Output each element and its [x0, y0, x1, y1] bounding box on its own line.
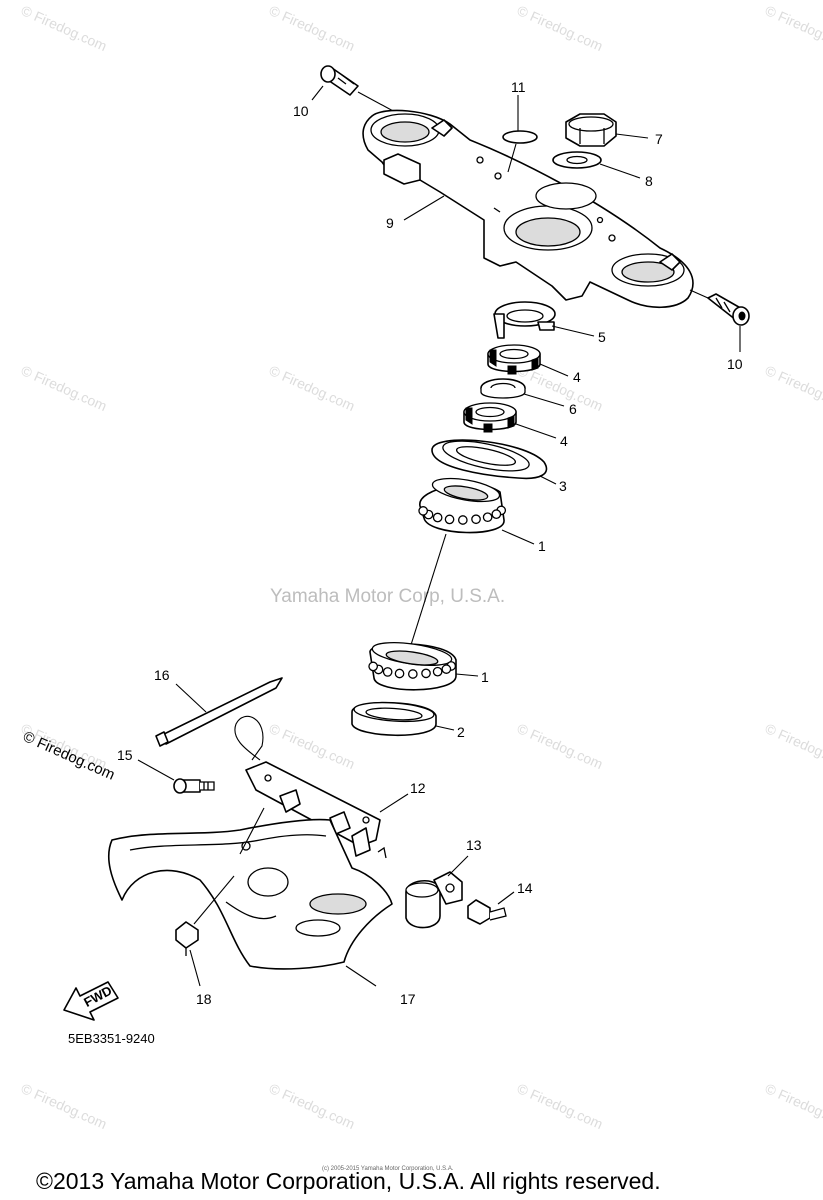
bearing-ball — [382, 667, 393, 677]
part-8-washer[interactable] — [552, 151, 602, 169]
bearing-ball — [394, 668, 405, 679]
bearing-ball — [418, 506, 429, 516]
callout-1a: 1 — [538, 538, 546, 554]
watermark-firedog: © Firedog.com — [267, 362, 358, 414]
part-16-cable-tie[interactable] — [155, 677, 283, 747]
callout-10a: 10 — [293, 103, 309, 119]
watermark-firedog: © Firedog.com — [515, 1080, 606, 1132]
watermark-firedog: © Firedog.com — [267, 2, 358, 54]
watermark-firedog: © Firedog.com — [19, 362, 110, 414]
part-9-upper-bracket[interactable] — [362, 109, 694, 309]
callout-14: 14 — [517, 880, 533, 896]
bearing-ball — [444, 514, 455, 525]
part-1-lower-bearing[interactable] — [368, 639, 457, 691]
copyright-footer: ©2013 Yamaha Motor Corporation, U.S.A. A… — [36, 1168, 661, 1194]
watermark-firedog: © Firedog.com — [763, 2, 823, 54]
watermark-firedog: © Firedog.com — [763, 720, 823, 772]
part-14-bolt[interactable] — [467, 899, 507, 925]
callout-15: 15 — [117, 747, 133, 763]
callout-7: 7 — [655, 131, 663, 147]
part-13-stay[interactable] — [405, 871, 463, 929]
bearing-ball — [471, 514, 481, 525]
callout-5: 5 — [598, 329, 606, 345]
callout-16: 16 — [154, 667, 170, 683]
callout-4a: 4 — [573, 369, 581, 385]
part-18-screw[interactable] — [175, 921, 199, 956]
part-4-ring-nut-upper[interactable] — [487, 344, 541, 375]
callout-9: 9 — [386, 215, 394, 231]
callout-13: 13 — [466, 837, 482, 853]
callout-2: 2 — [457, 724, 465, 740]
part-5-lock-washer[interactable] — [493, 301, 556, 339]
callout-12: 12 — [410, 780, 426, 796]
part-11-washer[interactable] — [502, 130, 538, 144]
bearing-ball — [482, 512, 493, 523]
watermark-firedog: © Firedog.com — [515, 2, 606, 54]
part-12-bracket[interactable] — [234, 715, 387, 859]
part-code: 5EB3351-9240 — [68, 1031, 155, 1046]
part-3-bearing-cover[interactable] — [431, 435, 548, 480]
fwd-arrow-icon: FWD — [63, 981, 119, 1021]
watermark-firedog: © Firedog.com — [515, 720, 606, 772]
part-7-steering-nut[interactable] — [565, 113, 617, 147]
part-6-rubber-washer[interactable] — [480, 378, 526, 399]
watermark-firedog: © Firedog.com — [763, 1080, 823, 1132]
watermark-firedog: © Firedog.com — [763, 362, 823, 414]
callout-6: 6 — [569, 401, 577, 417]
bearing-ball — [457, 515, 468, 525]
bearing-ball — [368, 661, 379, 672]
bearing-ball — [432, 666, 443, 677]
callout-4b: 4 — [560, 433, 568, 449]
part-4-ring-nut-lower[interactable] — [463, 402, 517, 433]
part-1-upper-bearing[interactable] — [418, 474, 507, 534]
part-10-upper-bolt[interactable] — [320, 65, 359, 96]
small-print: (c) 2005-2015 Yamaha Motor Corporation, … — [322, 1166, 454, 1172]
callout-17: 17 — [400, 991, 416, 1007]
bearing-ball — [491, 509, 502, 519]
watermark-firedog: © Firedog.com — [19, 1080, 110, 1132]
bearing-ball — [432, 512, 443, 523]
bearing-ball — [441, 664, 452, 674]
watermark-firedog: © Firedog.com — [19, 2, 110, 54]
callout-1b: 1 — [481, 669, 489, 685]
watermark-firedog: © Firedog.com — [267, 720, 358, 772]
callout-3: 3 — [559, 478, 567, 494]
callout-8: 8 — [645, 173, 653, 189]
center-watermark: Yamaha Motor Corp, U.S.A. — [270, 586, 505, 607]
part-17-cover[interactable] — [108, 818, 393, 970]
part-15-bolt[interactable] — [173, 778, 215, 794]
callout-11: 11 — [511, 79, 526, 95]
bearing-ball — [421, 668, 431, 679]
callout-10b: 10 — [727, 356, 743, 372]
callout-18: 18 — [196, 991, 212, 1007]
part-10-lower-bolt[interactable] — [707, 293, 750, 326]
part-2-seal[interactable] — [351, 700, 437, 737]
watermark-firedog: © Firedog.com — [267, 1080, 358, 1132]
bearing-ball — [407, 669, 418, 679]
